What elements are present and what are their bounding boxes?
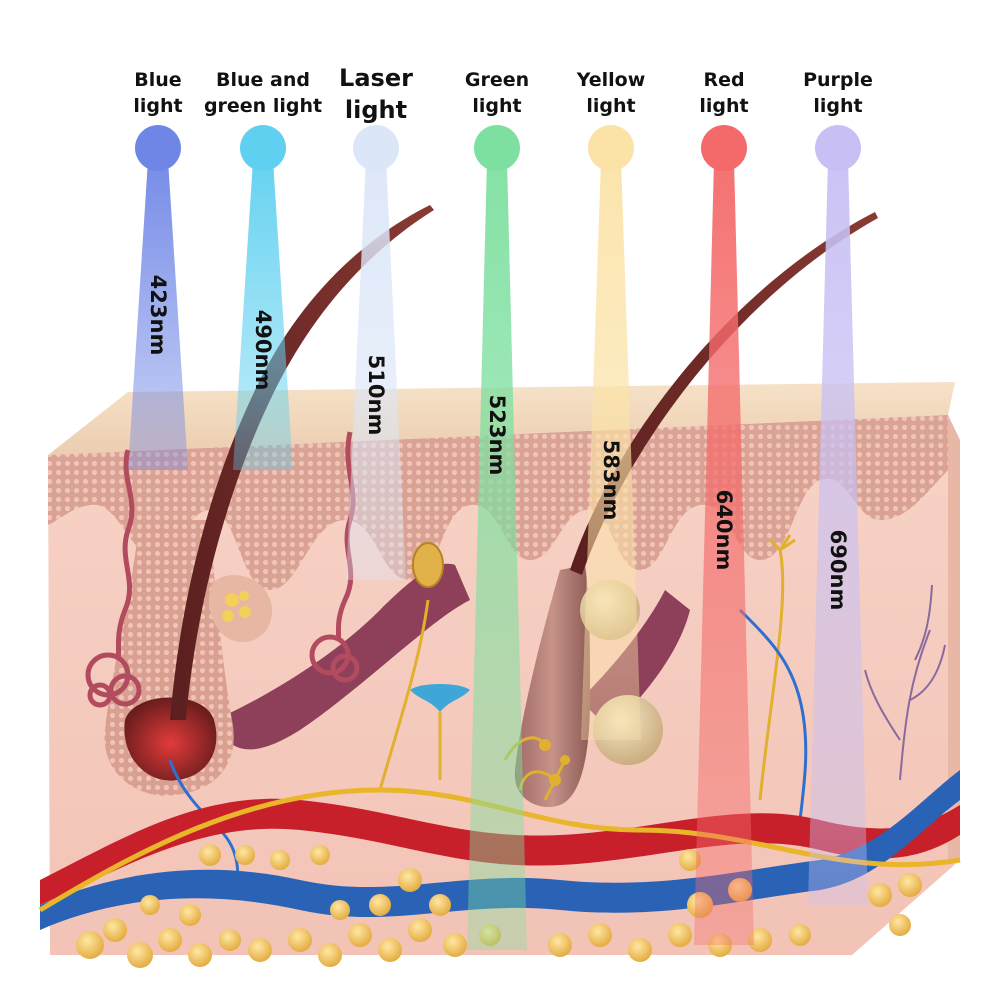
wavelength-label: 640nm: [712, 490, 736, 571]
light-beam-1: 423nm: [128, 125, 188, 470]
light-name-label: Green light: [427, 68, 567, 119]
light-beam-6: 640nm: [694, 125, 754, 945]
fat-cell: [369, 894, 391, 916]
fat-cell: [219, 929, 241, 951]
light-name-label: Blue light: [88, 68, 228, 119]
light-beam-7: 690nm: [808, 125, 868, 905]
light-beam-shape: [808, 160, 868, 905]
sweat-gland-left: [85, 449, 142, 708]
hair-follicle-center: [514, 212, 878, 807]
skin-side-face: [948, 415, 960, 860]
light-name-label: Yellow light: [541, 68, 681, 119]
light-source-dot: [815, 125, 861, 171]
fat-cell: [628, 938, 652, 962]
light-source-dot: [353, 125, 399, 171]
fat-cell: [868, 883, 892, 907]
fat-cell: [668, 923, 692, 947]
light-beam-shape: [128, 160, 188, 470]
light-source-dot: [588, 125, 634, 171]
light-name-line-1: Purple: [803, 69, 873, 91]
hair-follicle-left: [104, 205, 434, 796]
fat-cell: [789, 924, 811, 946]
light-beam-shape: [346, 160, 406, 580]
fat-cell: [408, 918, 432, 942]
light-source-dot: [240, 125, 286, 171]
fat-cell: [429, 894, 451, 916]
wavelength-label: 523nm: [485, 395, 509, 476]
light-beams: 423nm 490nm 510nm 523nm 583nm 640nm 690nm: [128, 125, 868, 950]
light-beam-shape: [694, 160, 754, 945]
light-name-line-2: light: [472, 94, 522, 117]
light-beam-shape: [233, 160, 293, 470]
fat-cell: [270, 850, 290, 870]
fat-cell: [103, 918, 127, 942]
light-beam-shape: [467, 160, 527, 950]
light-name-label: Laser light: [306, 62, 446, 127]
light-name-line-1: Green: [464, 69, 530, 91]
fat-cell: [288, 928, 312, 952]
light-beam-3: 510nm: [346, 125, 406, 580]
light-beam-4: 523nm: [467, 125, 527, 950]
light-name-label: Red light: [654, 68, 794, 119]
fat-cell: [188, 943, 212, 967]
light-name-line-2: light: [344, 96, 408, 125]
wavelength-label: 490nm: [251, 310, 275, 391]
fat-cell: [443, 933, 467, 957]
light-name-line-2: light: [133, 94, 183, 117]
nerve-receptors: [378, 534, 796, 801]
fat-cell: [158, 928, 182, 952]
nerve-branches: [864, 584, 946, 781]
wavelength-label: 690nm: [826, 530, 850, 611]
fat-cell: [548, 933, 572, 957]
light-name-line-1: Yellow: [576, 69, 646, 91]
light-name-line-2: light: [586, 94, 636, 117]
fat-cell: [76, 931, 104, 959]
fat-cell: [348, 923, 372, 947]
light-source-dot: [135, 125, 181, 171]
merkel-receptor: [410, 684, 470, 712]
fat-cell: [318, 943, 342, 967]
light-beam-2: 490nm: [233, 125, 293, 470]
fat-cell: [889, 914, 911, 936]
fat-cell: [310, 845, 330, 865]
wavelength-label: 583nm: [599, 440, 623, 521]
light-name-line-2: green light: [203, 94, 323, 117]
light-name-line-1: Laser: [339, 64, 413, 92]
fat-cell: [140, 895, 160, 915]
fat-cell: [199, 844, 221, 866]
fat-cell: [179, 904, 201, 926]
light-source-dot: [701, 125, 747, 171]
wavelength-label: 423nm: [146, 275, 170, 356]
fat-cell: [248, 938, 272, 962]
light-name-line-2: light: [813, 94, 863, 117]
fat-cell: [898, 873, 922, 897]
nerve-fiber-blue: [738, 608, 808, 821]
light-name-line-1: Blue: [134, 69, 182, 91]
hair-bulb: [124, 697, 217, 781]
fat-cell: [748, 928, 772, 952]
light-name-line-1: Blue and: [216, 69, 310, 91]
light-name-label: Purple light: [768, 68, 908, 119]
fat-cell: [398, 868, 422, 892]
wavelength-label: 510nm: [364, 355, 388, 436]
fat-cell: [378, 938, 402, 962]
light-name-label: Blue and green light: [193, 68, 333, 119]
light-beam-5: 583nm: [581, 125, 641, 740]
sebaceous-gland: [209, 575, 273, 643]
pacinian-corpuscle: [412, 542, 444, 588]
light-beam-shape: [581, 160, 641, 740]
light-source-dot: [474, 125, 520, 171]
fat-cell: [235, 845, 255, 865]
light-name-line-1: Red: [703, 69, 745, 91]
light-name-line-2: light: [699, 94, 749, 117]
fat-cell: [588, 923, 612, 947]
fat-cell: [330, 900, 350, 920]
fat-cell: [127, 942, 153, 968]
fat-cell: [679, 849, 701, 871]
